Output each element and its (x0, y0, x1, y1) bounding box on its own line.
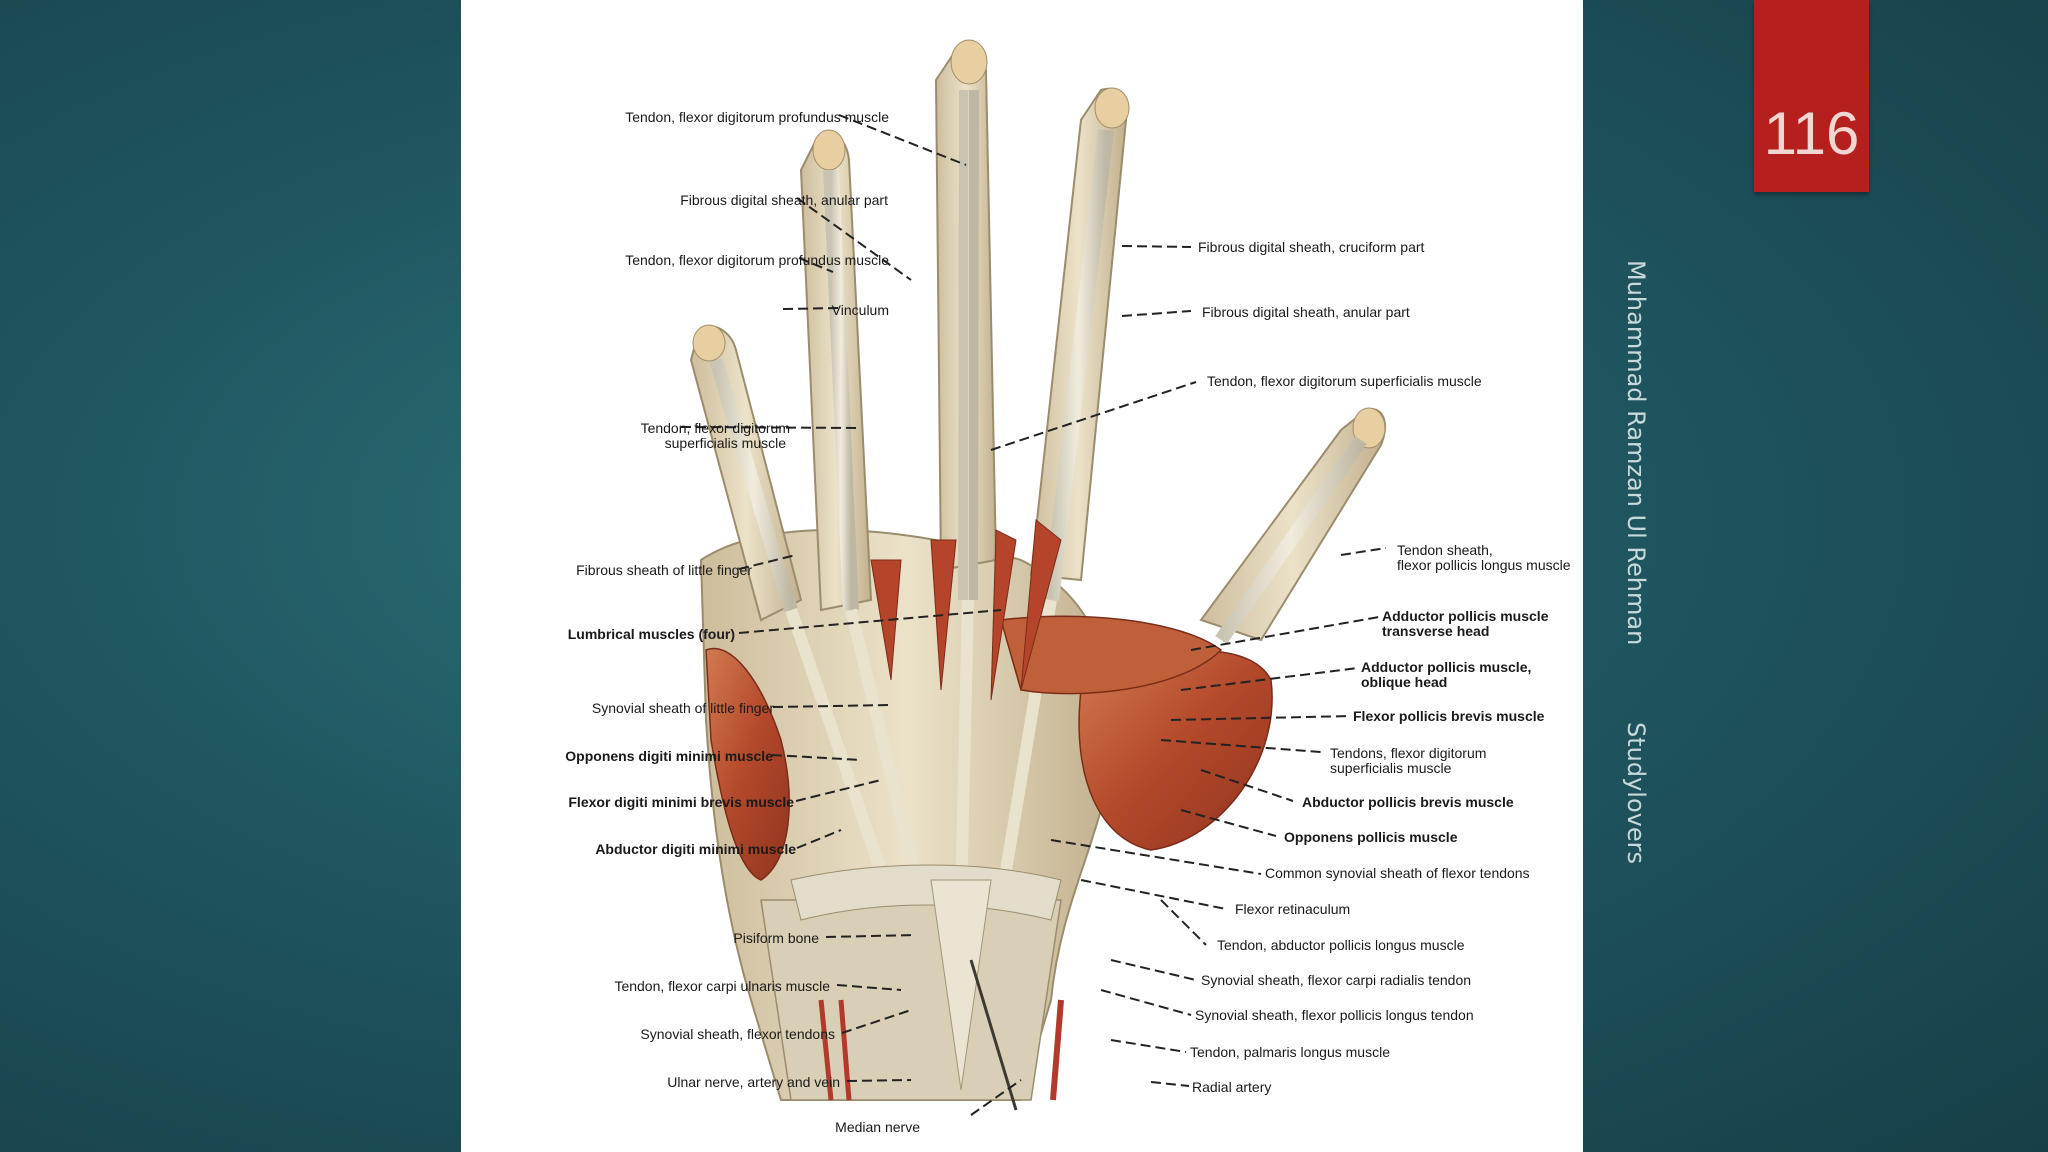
label-fibrous-sheath-anular-right: Fibrous digital sheath, anular part (1202, 304, 1410, 320)
label-flexor-digiti-minimi-brevis: Flexor digiti minimi brevis muscle (568, 794, 794, 810)
label-adductor-pollicis-oblique: Adductor pollicis muscle, oblique head (1361, 659, 1532, 690)
label-fibrous-sheath-little: Fibrous sheath of little finger (576, 562, 752, 578)
page-number-badge: 116 (1754, 0, 1869, 192)
label-median-nerve: Median nerve (835, 1119, 920, 1135)
label-flexor-pollicis-brevis: Flexor pollicis brevis muscle (1353, 708, 1545, 724)
label-tendons-fds: Tendons, flexor digitorum superficialis … (1330, 745, 1487, 776)
label-tendon-fdp-1: Tendon, flexor digitorum profundus muscl… (625, 109, 889, 125)
label-opponens-pollicis: Opponens pollicis muscle (1284, 829, 1458, 845)
label-synovial-sheath-fcr: Synovial sheath, flexor carpi radialis t… (1201, 972, 1472, 988)
label-tendon-fcu: Tendon, flexor carpi ulnaris muscle (614, 978, 830, 994)
label-tendon-sheath-fpl: Tendon sheath, flexor pollicis longus mu… (1397, 542, 1571, 573)
label-synovial-sheath-little: Synovial sheath of little finger (591, 700, 774, 716)
label-radial-artery: Radial artery (1192, 1079, 1272, 1095)
label-vinculum: Vinculum (831, 302, 889, 318)
flexor-retinaculum (790, 864, 1062, 921)
hypothenar-muscles (705, 647, 790, 881)
page-number: 116 (1763, 100, 1860, 167)
leader-lines (680, 114, 1387, 1116)
label-adductor-pollicis-transverse: Adductor pollicis muscle transverse head (1382, 608, 1549, 639)
site-credit: Studylovers (1622, 722, 1650, 864)
label-synovial-sheath-flexor: Synovial sheath, flexor tendons (640, 1026, 835, 1042)
adductor-pollicis (1000, 615, 1223, 695)
label-tendon-apl: Tendon, abductor pollicis longus muscle (1217, 937, 1465, 953)
hand-illustration (680, 39, 1387, 1116)
label-tendon-fdp-2: Tendon, flexor digitorum profundus muscl… (625, 252, 889, 268)
label-ulnar-nerve-artery-vein: Ulnar nerve, artery and vein (667, 1074, 840, 1090)
label-abductor-digiti-minimi: Abductor digiti minimi muscle (595, 841, 796, 857)
label-pisiform-bone: Pisiform bone (733, 930, 819, 946)
author-credit: Muhammad Ramzan Ul Rehman (1622, 260, 1650, 646)
label-tendon-palmaris-longus: Tendon, palmaris longus muscle (1190, 1044, 1390, 1060)
label-synovial-sheath-fpl: Synovial sheath, flexor pollicis longus … (1195, 1007, 1474, 1023)
label-opponens-digiti-minimi: Opponens digiti minimi muscle (565, 748, 773, 764)
label-tendon-fds-left: Tendon, flexor digitorum superficialis m… (640, 420, 790, 451)
anatomy-figure-panel: Tendon, flexor digitorum profundus muscl… (461, 0, 1583, 1152)
label-fibrous-sheath-cruciform: Fibrous digital sheath, cruciform part (1198, 239, 1425, 255)
label-flexor-retinaculum: Flexor retinaculum (1235, 901, 1351, 917)
label-lumbrical-muscles: Lumbrical muscles (four) (567, 626, 735, 642)
label-common-synovial-sheath: Common synovial sheath of flexor tendons (1265, 865, 1530, 881)
label-tendon-fds-right: Tendon, flexor digitorum superficialis m… (1207, 373, 1482, 389)
label-abductor-pollicis-brevis: Abductor pollicis brevis muscle (1302, 794, 1514, 810)
label-fibrous-sheath-anular-left: Fibrous digital sheath, anular part (680, 192, 888, 208)
